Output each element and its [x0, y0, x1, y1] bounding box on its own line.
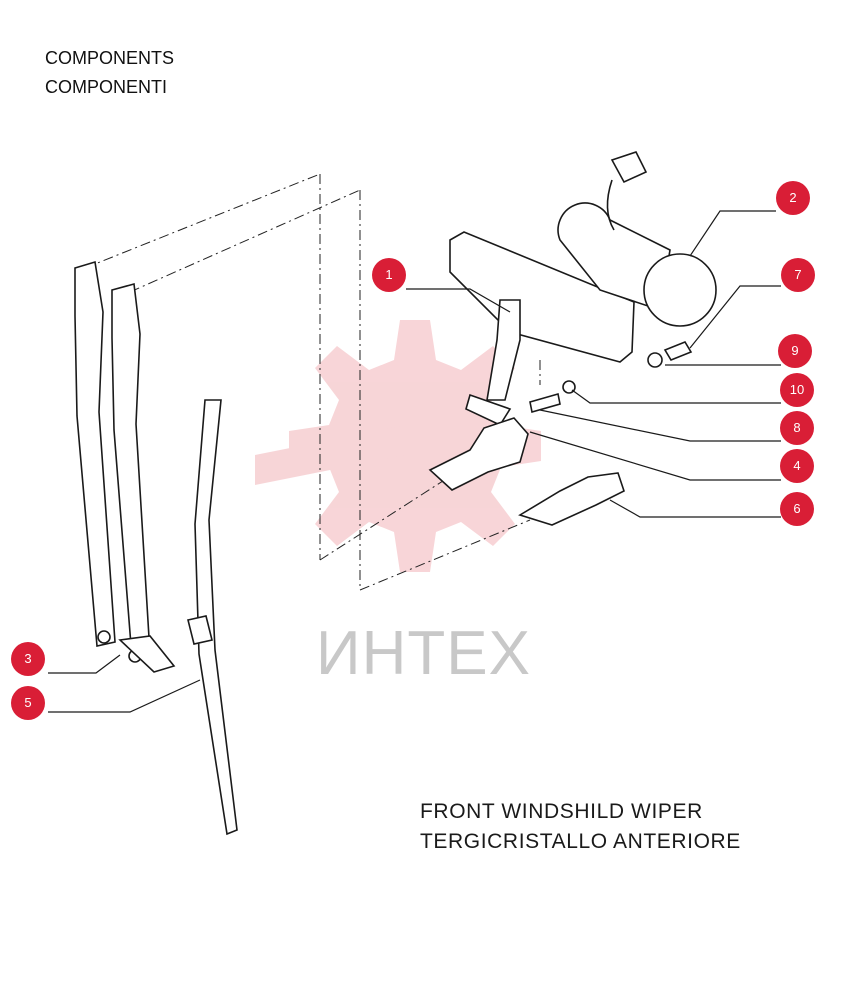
callout-badge-7: 7 [781, 258, 815, 292]
callout-badge-10: 10 [780, 373, 814, 407]
diagram-caption: FRONT WINDSHILD WIPER TERGICRISTALLO ANT… [420, 797, 741, 857]
callout-badge-8: 8 [780, 411, 814, 445]
wiper-motor-assembly [449, 151, 717, 394]
watermark-text: ИНТЕХ [316, 619, 531, 688]
callout-badge-5: 5 [11, 686, 45, 720]
wiper-arm-pair [74, 260, 176, 673]
assembly-guide-lines [84, 173, 541, 591]
header-title-it: COMPONENTI [45, 77, 168, 97]
callout-badge-4: 4 [780, 449, 814, 483]
callout-badge-3: 3 [11, 642, 45, 676]
watermark-gear-icon [255, 320, 541, 572]
caption-it: TERGICRISTALLO ANTERIORE [420, 830, 741, 853]
callout-leader-lines [48, 210, 781, 713]
callout-badge-2: 2 [776, 181, 810, 215]
wiper-blade [187, 399, 238, 836]
page-header: COMPONENTS COMPONENTI [45, 44, 174, 102]
header-title-en: COMPONENTS [45, 48, 175, 68]
callout-badge-1: 1 [372, 258, 406, 292]
linkage-spindles [428, 299, 625, 526]
callout-badge-9: 9 [778, 334, 812, 368]
callout-badge-6: 6 [780, 492, 814, 526]
caption-en: FRONT WINDSHILD WIPER [420, 800, 703, 823]
